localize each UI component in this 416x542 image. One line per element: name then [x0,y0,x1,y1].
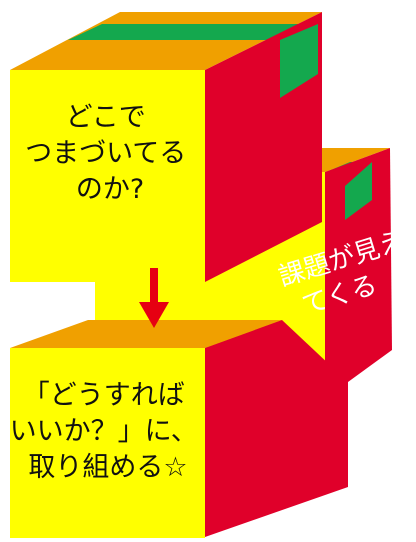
top-box: どこで つまづいてる のか? [10,12,322,282]
top-box-front [10,70,205,282]
top-box-tape-top [68,24,318,40]
down-arrow-shaft [150,268,158,312]
down-arrow [139,268,169,328]
top-box-tape-side [280,24,318,98]
top-box-label: どこで つまづいてる のか? [25,102,195,205]
bottom-box: 「どうすれば いいか？」に、 取り組める☆ [10,320,348,538]
bottom-box-top [10,320,282,348]
bottom-box-label: 「どうすれば いいか？」に、 取り組める☆ [10,380,207,483]
down-arrow-head [139,302,169,328]
middle-box-side [325,148,392,382]
bottom-box-front [10,348,205,538]
bottom-box-side [205,320,348,537]
middle-box-tape-side [345,162,372,220]
